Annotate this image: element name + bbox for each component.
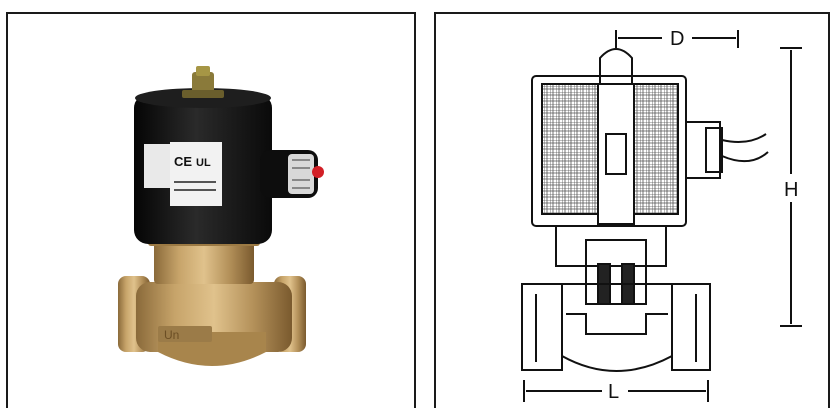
dimension-h-label: H xyxy=(784,179,798,201)
dimension-h: H xyxy=(780,47,802,327)
solenoid-valve-photo: Un CE UL xyxy=(118,66,324,366)
svg-text:Un: Un xyxy=(164,328,179,342)
indicator-lamp-icon xyxy=(312,166,324,178)
electrical-connector xyxy=(260,150,324,198)
dimension-l: L xyxy=(523,380,709,403)
ce-mark: CE xyxy=(174,154,192,169)
dimension-d-label: D xyxy=(670,28,684,50)
valve-body: Un xyxy=(118,276,306,366)
valve-photo-panel: Un CE UL xyxy=(6,12,416,408)
dimension-drawing-panel: D H L xyxy=(434,12,830,408)
sectional-drawing: D H L xyxy=(521,28,802,403)
dimension-l-label: L xyxy=(608,381,619,403)
ul-mark: UL xyxy=(196,157,211,169)
terminal-nut xyxy=(182,66,224,98)
dimension-d: D xyxy=(615,28,739,50)
coil-housing: CE UL xyxy=(134,88,272,244)
valve-outline xyxy=(521,48,769,372)
